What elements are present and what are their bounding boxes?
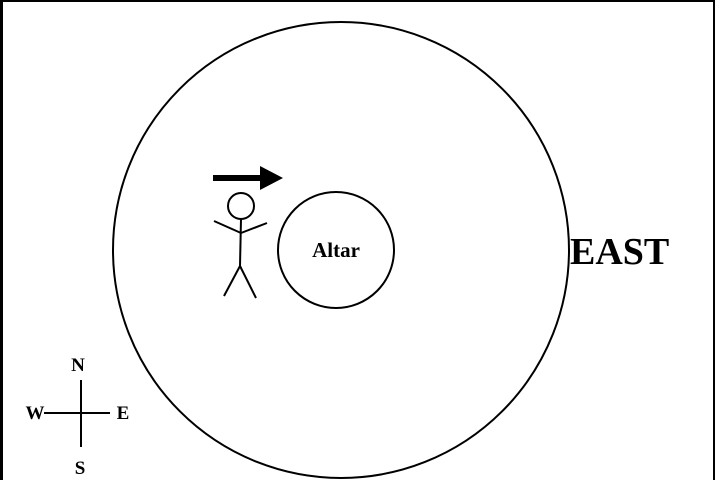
compass-west-label: W	[26, 403, 45, 424]
compass-rose: N S W E	[26, 355, 130, 479]
compass-north-label: N	[71, 355, 85, 376]
east-label: EAST	[570, 231, 669, 273]
compass-south-label: S	[75, 458, 86, 479]
compass-east-label: E	[117, 403, 130, 424]
altar-label: Altar	[312, 238, 360, 262]
stick-figure-icon	[214, 193, 267, 298]
arrow-right-icon	[213, 166, 283, 190]
